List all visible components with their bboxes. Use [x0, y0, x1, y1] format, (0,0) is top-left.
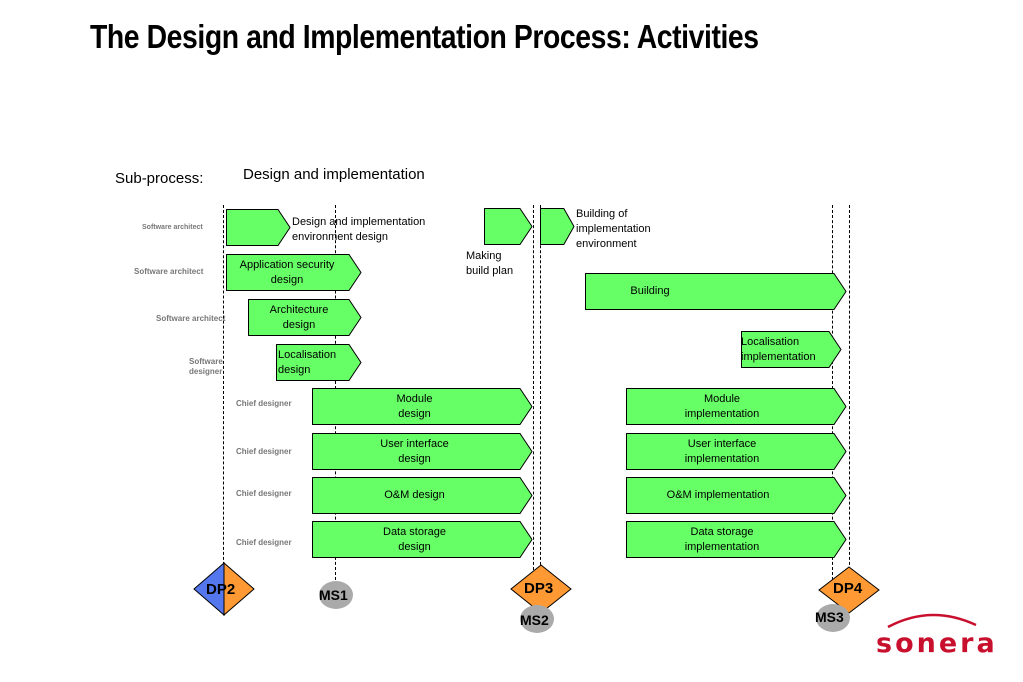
ms3-label: MS3 [815, 609, 844, 625]
role-label: Chief designer [236, 399, 292, 408]
activity-label: Building of implementation environment [576, 208, 651, 250]
activity-arrow-shape [226, 254, 362, 291]
subprocess-name: Design and implementation [243, 166, 425, 183]
activity-label: O&M design [384, 489, 445, 501]
activity-module-design: Module design [312, 388, 533, 425]
activity-data-storage-design: Data storage design [312, 521, 533, 558]
subprocess-label: Sub-process: [115, 170, 204, 187]
activity-module-impl: Module implementation [626, 388, 847, 425]
milestone-ms1: MS1 [318, 580, 354, 615]
milestone-line-dp4 [849, 205, 850, 580]
activity-label: Data storage design [383, 525, 446, 553]
activity-label: User interface implementation [684, 437, 760, 465]
role-label: Chief designer [236, 489, 292, 498]
activity-label: Building [630, 285, 670, 297]
activity-building: Building [585, 273, 847, 310]
activity-arrow-shape [312, 433, 533, 470]
milestone-ms2: MS2 [519, 604, 555, 639]
role-label: Chief designer [236, 538, 292, 547]
role-label: designer [189, 367, 223, 376]
activity-arrow-shape [484, 208, 533, 245]
milestone-line-ms2 [533, 205, 534, 580]
activity-building-env [540, 208, 575, 245]
role-label: Software [189, 357, 223, 366]
activity-arrow-shape [626, 477, 847, 514]
activity-arrow-shape [312, 477, 533, 514]
activity-arrow-shape [585, 273, 847, 310]
activity-localisation-design: Localisation design [276, 344, 362, 381]
activity-architecture-design: Architecture design [248, 299, 362, 336]
decision-point-dp2: DP2 [193, 561, 255, 621]
role-label: Chief designer [236, 447, 292, 456]
dp3-label: DP3 [524, 580, 554, 597]
activity-label: Localisation implementation [741, 335, 816, 363]
activity-localisation-impl: Localisation implementation [741, 331, 842, 368]
role-label: Software architect [134, 267, 204, 276]
milestone-line-dp2 [223, 205, 224, 580]
activity-arrow-shape [626, 433, 847, 470]
decision-point-dp3: DP3 [510, 564, 572, 619]
activity-arrow-shape [312, 521, 533, 558]
milestone-line-dp3 [540, 205, 541, 580]
activity-label: O&M implementation [666, 489, 770, 501]
sonera-logo: sonera [876, 610, 995, 659]
activity-om-design: O&M design [312, 477, 533, 514]
activity-label: Module design [396, 392, 433, 420]
activity-data-storage-impl: Data storage implementation [626, 521, 847, 558]
activity-arrow-shape [540, 208, 575, 245]
activity-app-security-design: Application security design [226, 254, 362, 291]
role-label: Software architect [156, 314, 226, 323]
activity-label: Application security design [239, 258, 335, 286]
ms1-label: MS1 [319, 587, 348, 603]
activity-ui-design: User interface design [312, 433, 533, 470]
activity-label: Architecture design [269, 303, 329, 331]
role-label: Software architect [142, 224, 203, 231]
activity-arrow-shape [226, 209, 291, 246]
activity-arrow-shape [312, 388, 533, 425]
dp2-label: DP2 [206, 581, 236, 598]
activity-om-impl: O&M implementation [626, 477, 847, 514]
activity-env-design [226, 209, 291, 246]
activity-label: Design and implementation environment de… [292, 216, 426, 243]
activity-ui-impl: User interface implementation [626, 433, 847, 470]
activity-arrow-shape [626, 521, 847, 558]
decision-point-dp4: DP4 [818, 566, 880, 619]
dp4-label: DP4 [833, 580, 863, 597]
activity-arrow-shape [276, 344, 362, 381]
activity-label: Making build plan [466, 250, 514, 277]
activity-arrow-shape [741, 331, 842, 368]
activity-making-build-plan [484, 208, 533, 245]
activity-label: Module implementation [684, 392, 760, 420]
activity-label: Localisation design [278, 348, 337, 376]
activity-label: Data storage implementation [684, 525, 760, 553]
activity-label: User interface design [380, 437, 449, 465]
page-title: The Design and Implementation Process: A… [90, 18, 759, 55]
milestone-ms3: MS3 [815, 603, 851, 638]
ms2-label: MS2 [520, 612, 549, 628]
activity-arrow-shape [626, 388, 847, 425]
logo-text: sonera [876, 628, 998, 659]
activity-arrow-shape [248, 299, 362, 336]
